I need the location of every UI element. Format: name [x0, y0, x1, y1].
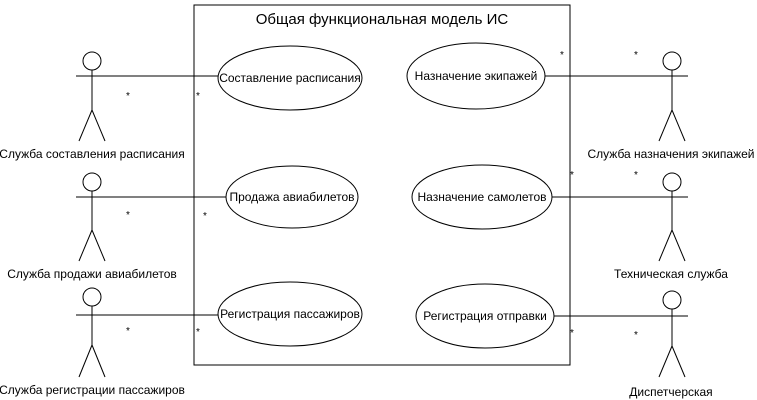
multiplicity-label: *	[126, 210, 130, 221]
actor-a6[interactable]	[656, 290, 688, 378]
use-case-label: Регистрация пассажиров	[220, 307, 360, 321]
multiplicity-label: *	[570, 328, 574, 339]
system-title: Общая функциональная модель ИС	[256, 11, 509, 28]
multiplicity-label: *	[196, 327, 200, 338]
actor-a3[interactable]	[76, 287, 108, 378]
multiplicity-label: *	[634, 50, 638, 61]
actor-label: Служба составления расписания	[0, 147, 185, 161]
use-case-uc2[interactable]: Продажа авиабилетов	[225, 165, 359, 229]
use-case-uc4[interactable]: Назначение экипажей	[406, 42, 546, 110]
use-case-label: Назначение экипажей	[415, 69, 538, 83]
actor-label: Техническая служба	[614, 267, 728, 281]
multiplicity-label: *	[570, 170, 574, 181]
multiplicity-label: *	[560, 50, 564, 61]
multiplicity-label: *	[126, 326, 130, 337]
multiplicity-label: *	[634, 170, 638, 181]
actor-a1[interactable]	[76, 51, 108, 142]
actor-a2[interactable]	[76, 172, 108, 262]
use-case-uc1[interactable]: Составление расписания	[217, 45, 363, 111]
use-case-label: Продажа авиабилетов	[229, 190, 354, 204]
use-case-label: Назначение самолетов	[417, 190, 546, 204]
actor-label: Служба назначения экипажей	[587, 147, 754, 161]
use-case-uc3[interactable]: Регистрация пассажиров	[217, 281, 363, 347]
actor-a4[interactable]	[656, 51, 688, 142]
actor-label: Служба продажи авиабилетов	[7, 267, 177, 281]
multiplicity-label: *	[126, 91, 130, 102]
use-case-label: Регистрация отправки	[423, 309, 547, 323]
actor-label: Служба регистрации пассажиров	[0, 383, 185, 397]
system-boundary	[193, 4, 571, 366]
multiplicity-label: *	[634, 330, 638, 341]
multiplicity-label: *	[203, 211, 207, 222]
use-case-uc5[interactable]: Назначение самолетов	[411, 164, 553, 230]
multiplicity-label: *	[196, 91, 200, 102]
use-case-label: Составление расписания	[219, 71, 361, 85]
use-case-uc6[interactable]: Регистрация отправки	[415, 283, 555, 349]
actor-a5[interactable]	[656, 172, 688, 262]
actor-label: Диспетчерская	[629, 385, 712, 399]
